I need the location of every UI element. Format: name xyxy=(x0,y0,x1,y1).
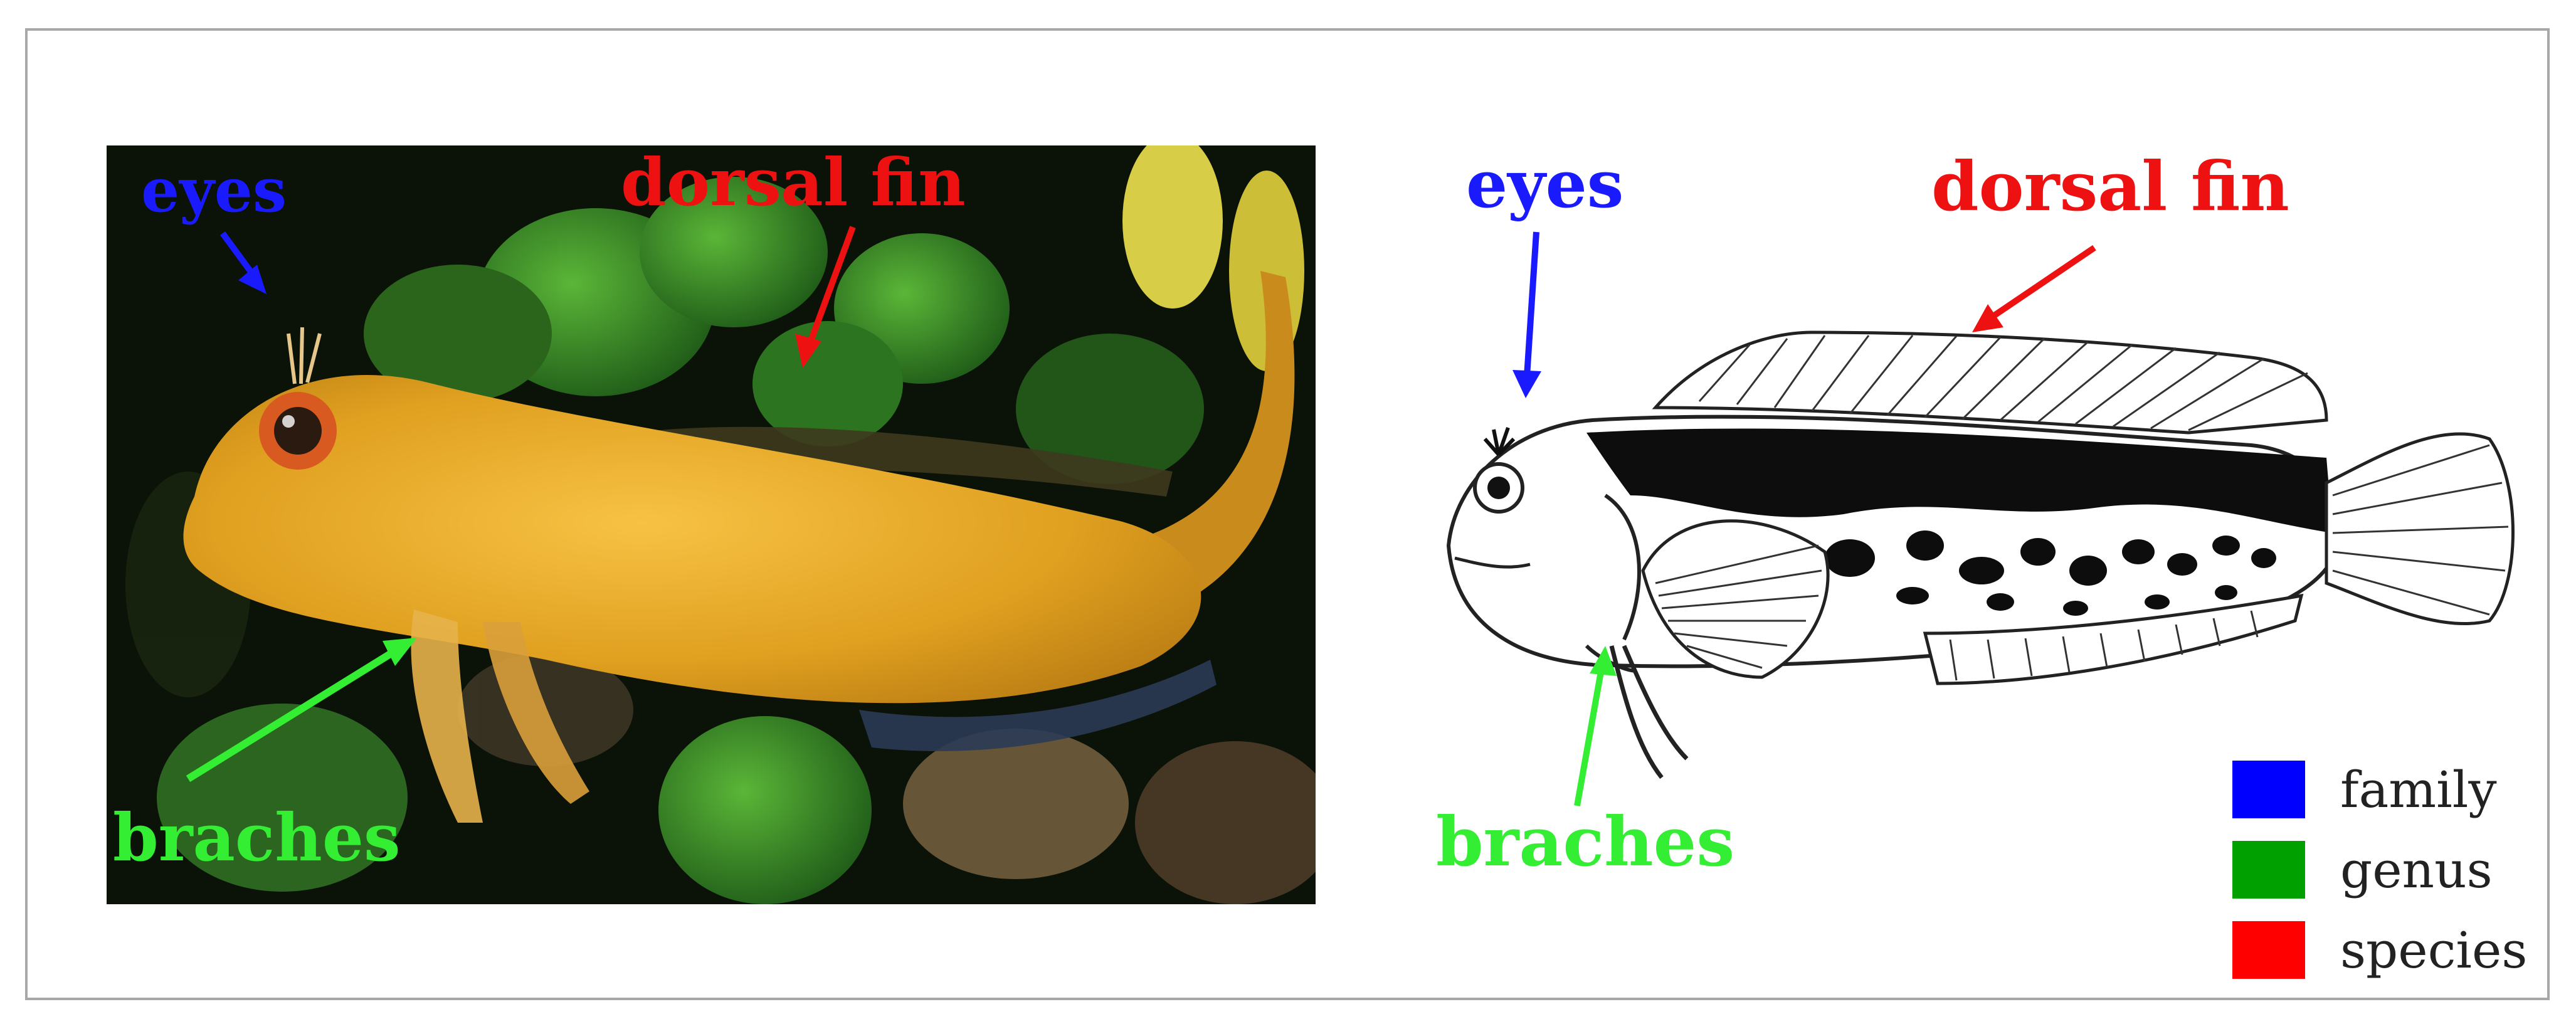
photo-label-braches: braches xyxy=(113,799,401,876)
drawing-tail-fin xyxy=(2325,432,2515,626)
drawing-arrow-dorsal-fin xyxy=(1986,245,2096,323)
legend-label-genus: genus xyxy=(2340,840,2493,899)
drawing-pelvic-fins xyxy=(1609,645,1689,779)
drawing-label-braches: braches xyxy=(1436,803,1734,882)
photo-arrow-dorsal-fin xyxy=(806,226,856,347)
drawing-dorsal-fin xyxy=(1652,330,2328,435)
legend-label-species: species xyxy=(2340,921,2528,979)
legend-swatch-family xyxy=(2232,761,2305,818)
photo-label-dorsal-fin: dorsal fin xyxy=(621,145,966,221)
algae-leaves xyxy=(125,145,1316,904)
photo-label-eyes: eyes xyxy=(141,155,287,226)
drawing-arrow-eyes xyxy=(1524,231,1539,377)
legend: family genus species xyxy=(2232,749,2533,990)
drawing-anal-fin xyxy=(1923,593,2304,685)
drawing-label-eyes: eyes xyxy=(1466,145,1623,223)
legend-swatch-species xyxy=(2232,921,2305,979)
drawing-arrow-braches xyxy=(1574,664,1605,806)
legend-swatch-genus xyxy=(2232,841,2305,899)
drawing-pectoral-fin xyxy=(1641,519,1830,679)
drawing-dark-pattern xyxy=(1586,428,2333,533)
drawing-label-dorsal-fin: dorsal fin xyxy=(1931,147,2289,226)
photo-arrow-braches xyxy=(186,643,404,783)
fish-drawing: eyes dorsal fin braches xyxy=(1436,145,2515,882)
legend-item-family: family xyxy=(2232,749,2533,830)
fish-photo: eyes dorsal fin braches xyxy=(107,145,1316,904)
legend-item-species: species xyxy=(2232,910,2533,990)
legend-label-family: family xyxy=(2340,760,2497,819)
legend-item-genus: genus xyxy=(2232,830,2533,910)
